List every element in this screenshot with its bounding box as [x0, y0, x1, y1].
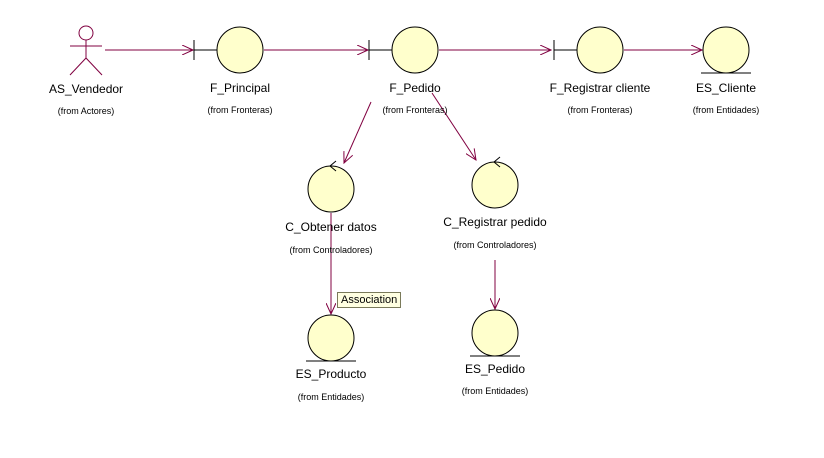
- es-producto-name-label: ES_Producto: [295, 367, 367, 381]
- es-cliente-package-label: (from Entidades): [692, 105, 760, 115]
- es-pedido-entity-icon[interactable]: [470, 309, 520, 357]
- es-producto-entity-icon[interactable]: [306, 314, 356, 362]
- c-registrar-pedido-package-label: (from Controladores): [453, 240, 537, 250]
- f-principal-package-label: (from Fronteras): [207, 105, 273, 115]
- es-pedido-package-label: (from Entidades): [461, 386, 529, 396]
- es-cliente-entity-icon[interactable]: [701, 26, 751, 74]
- as-vendedor-name-label: AS_Vendedor: [48, 82, 124, 96]
- actor-icon[interactable]: [69, 25, 103, 76]
- f-pedido-package-label: (from Fronteras): [382, 105, 448, 115]
- f-principal-name-label: F_Principal: [209, 81, 271, 95]
- f-registrar-cliente-boundary-icon[interactable]: [553, 26, 624, 74]
- es-cliente-name-label: ES_Cliente: [695, 81, 757, 95]
- es-pedido-name-label: ES_Pedido: [464, 362, 526, 376]
- f-pedido-boundary-icon[interactable]: [368, 26, 439, 74]
- link-f_pedido-to-c_obtener_datos[interactable]: [344, 101, 372, 163]
- f-registrar-cliente-name-label: F_Registrar cliente: [549, 81, 651, 95]
- es-producto-package-label: (from Entidades): [297, 392, 365, 402]
- c-obtener-datos-control-icon[interactable]: [307, 160, 355, 213]
- f-pedido-name-label: F_Pedido: [389, 81, 441, 95]
- f-registrar-cliente-package-label: (from Fronteras): [567, 105, 633, 115]
- f-principal-boundary-icon[interactable]: [193, 26, 264, 74]
- c-obtener-datos-package-label: (from Controladores): [289, 245, 373, 255]
- link-f_pedido-to-c_registrar_pedido[interactable]: [431, 92, 476, 160]
- association-tooltip: Association: [337, 292, 402, 308]
- as-vendedor-package-label: (from Actores): [57, 106, 115, 116]
- c-registrar-pedido-control-icon[interactable]: [471, 156, 519, 209]
- c-registrar-pedido-name-label: C_Registrar pedido: [443, 215, 547, 229]
- c-obtener-datos-name-label: C_Obtener datos: [285, 220, 377, 234]
